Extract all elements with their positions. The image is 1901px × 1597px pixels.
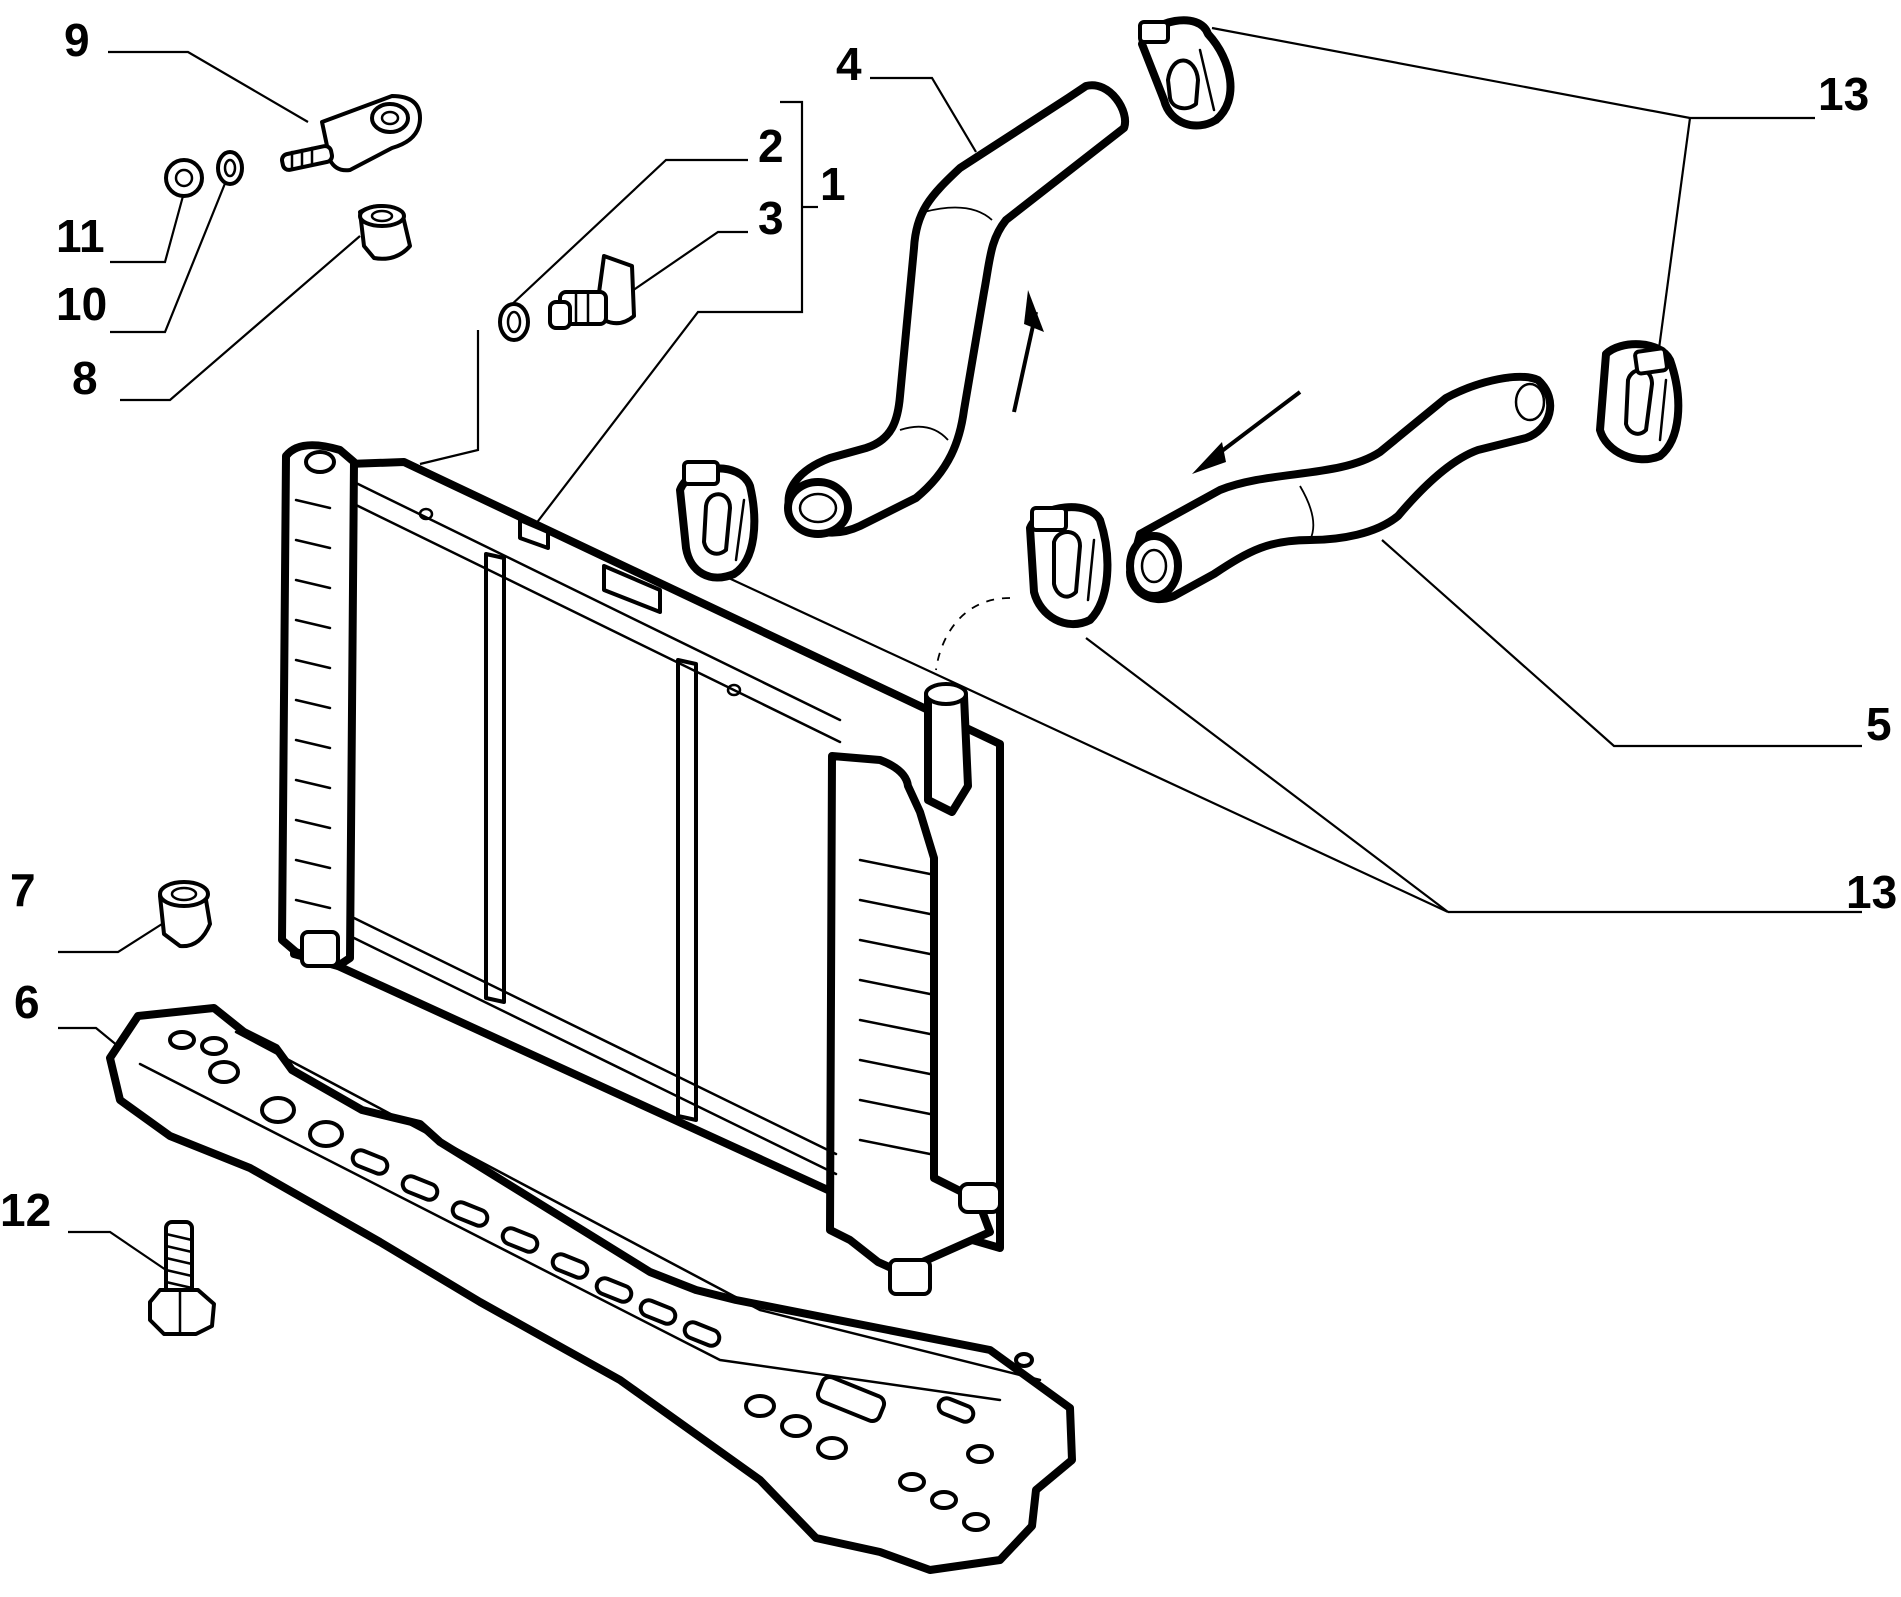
flow-arrow-up bbox=[1012, 290, 1044, 413]
callout-12: 12 bbox=[0, 1184, 51, 1236]
leader-13-bottom-c bbox=[1085, 637, 1449, 913]
leader-13-bottom-b bbox=[719, 573, 1449, 913]
callout-3: 3 bbox=[758, 192, 784, 244]
leader-lines bbox=[58, 26, 1862, 1271]
leader-10 bbox=[110, 175, 230, 334]
part-6-crossmember bbox=[106, 1004, 1076, 1574]
part-12-bolt bbox=[148, 1220, 216, 1336]
part-13-clamp-left bbox=[676, 460, 759, 582]
part-10-washer bbox=[216, 150, 244, 186]
left-tank-fins bbox=[294, 498, 332, 910]
callout-9: 9 bbox=[64, 14, 90, 66]
leader-9 bbox=[108, 50, 309, 123]
part-4-upper-hose bbox=[784, 81, 1130, 538]
callout-5: 5 bbox=[1866, 698, 1892, 750]
part-8-rubber-mount bbox=[358, 204, 412, 261]
crossmember-holes bbox=[168, 1030, 1034, 1532]
callout-4: 4 bbox=[836, 38, 862, 90]
leader-13-top-c bbox=[1656, 117, 1692, 357]
leader-3 bbox=[615, 230, 748, 303]
leader-8 bbox=[120, 235, 361, 402]
part-13-clamp-right bbox=[1596, 340, 1683, 464]
callout-2: 2 bbox=[758, 120, 784, 172]
callout-10: 10 bbox=[56, 278, 107, 330]
leader-11 bbox=[110, 195, 185, 264]
part-3-drain-plug bbox=[548, 254, 636, 330]
part-2-seal-ring bbox=[498, 302, 530, 342]
part-13-clamp-middle bbox=[1026, 503, 1112, 628]
callout-labels: 9 11 10 8 2 1 3 4 13 5 13 7 6 12 bbox=[0, 14, 1897, 1236]
callout-13-top: 13 bbox=[1818, 68, 1869, 120]
callout-7: 7 bbox=[10, 864, 36, 916]
leader-2 bbox=[507, 158, 748, 309]
leader-1-to-radiator bbox=[521, 310, 780, 543]
leader-4 bbox=[870, 76, 977, 153]
right-tank-fins bbox=[858, 858, 932, 1156]
part-1-radiator bbox=[278, 441, 1004, 1296]
leader-2-to-radiator bbox=[419, 330, 480, 466]
callout-1: 1 bbox=[820, 158, 846, 210]
callout-13-bottom: 13 bbox=[1846, 866, 1897, 918]
callout-8: 8 bbox=[72, 352, 98, 404]
part-7-rubber-mount bbox=[158, 880, 212, 949]
hose-routing-hint bbox=[935, 597, 1011, 671]
callout-11: 11 bbox=[56, 210, 105, 262]
flow-arrow-down bbox=[1192, 390, 1302, 474]
leader-7 bbox=[58, 923, 163, 954]
callout-6: 6 bbox=[14, 976, 40, 1028]
part-9-bracket bbox=[279, 94, 422, 173]
part-11-nut bbox=[164, 158, 204, 198]
part-5-lower-hose bbox=[1126, 372, 1555, 604]
leader-13-top-b bbox=[1211, 26, 1691, 120]
leader-12 bbox=[68, 1230, 167, 1271]
leader-5 bbox=[1381, 539, 1862, 748]
part-13-clamp-top bbox=[1138, 16, 1235, 130]
